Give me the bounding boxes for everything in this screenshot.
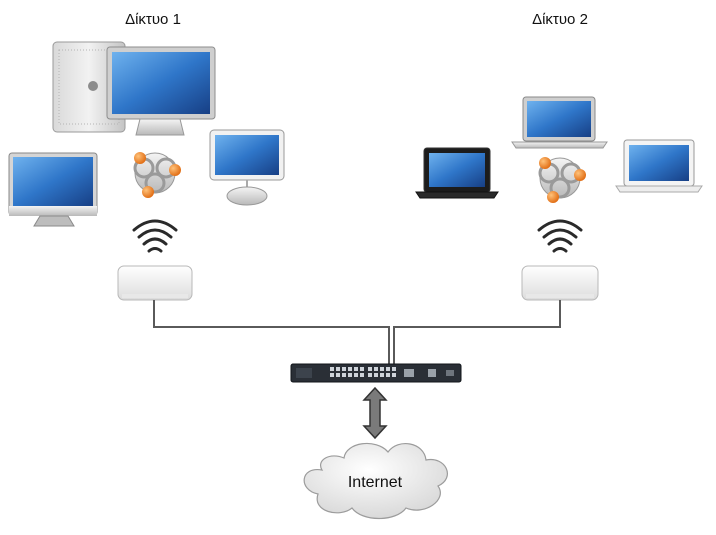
macbook-air-icon	[511, 96, 608, 149]
network-2-label: Δίκτυο 2	[532, 11, 588, 28]
network-cables	[153, 300, 561, 365]
internet-label: Internet	[348, 474, 403, 491]
network-hub-icon-2	[538, 157, 586, 203]
airport-base-station-2	[521, 265, 599, 301]
wifi-icon-2	[537, 219, 583, 253]
macbook-white-icon	[615, 139, 703, 193]
network-switch-icon	[290, 363, 462, 383]
cinema-display-icon	[106, 46, 216, 136]
airport-base-station-1	[117, 265, 193, 301]
network-1-label: Δίκτυο 1	[125, 11, 181, 28]
network-hub-icon-1	[133, 152, 181, 198]
internet-cloud-icon	[303, 442, 448, 519]
macbook-black-icon	[415, 147, 499, 199]
wifi-icon-1	[132, 219, 178, 253]
bidirectional-arrow-icon	[362, 386, 388, 440]
imac-g4-icon	[209, 129, 285, 206]
imac-icon	[8, 152, 98, 227]
